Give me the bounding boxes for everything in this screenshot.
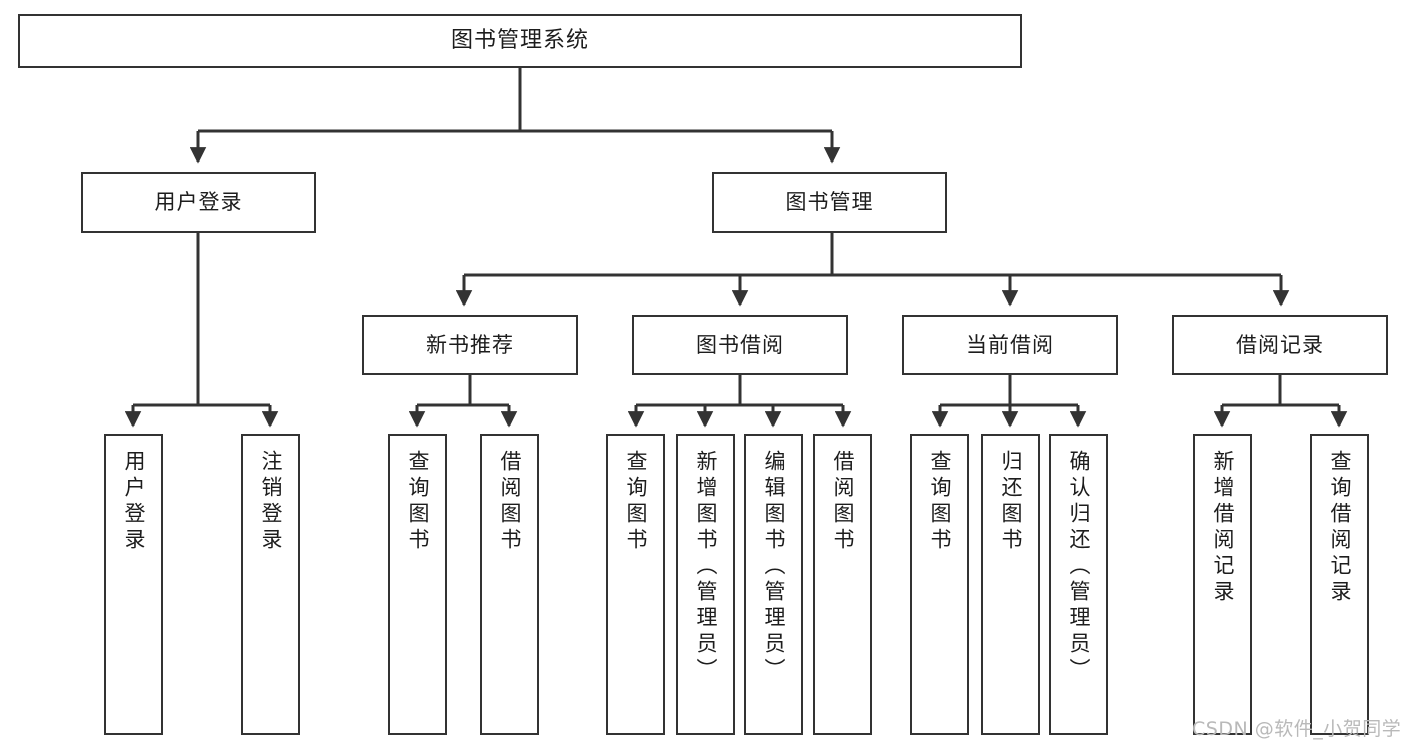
leaf-return-book[interactable]: 归还图书 bbox=[981, 434, 1040, 735]
node-borrow-record[interactable]: 借阅记录 bbox=[1172, 315, 1388, 375]
node-label: 当前借阅 bbox=[966, 332, 1054, 357]
node-label: 借阅图书 bbox=[498, 450, 522, 554]
node-book-management[interactable]: 图书管理 bbox=[712, 172, 947, 233]
node-label: 查询图书 bbox=[624, 450, 648, 554]
leaf-borrow-book[interactable]: 借阅图书 bbox=[813, 434, 872, 735]
leaf-logout-login[interactable]: 注销登录 bbox=[241, 434, 300, 735]
leaf-query-borrow-record[interactable]: 查询借阅记录 bbox=[1310, 434, 1369, 735]
leaf-borrow-book-recommend[interactable]: 借阅图书 bbox=[480, 434, 539, 735]
leaf-confirm-return[interactable]: 确认归还（管理员） bbox=[1049, 434, 1108, 735]
node-label: 用户登录 bbox=[122, 450, 146, 554]
csdn-watermark: CSDN @软件_小贺同学 bbox=[1192, 718, 1402, 740]
node-label: 注销登录 bbox=[259, 450, 283, 554]
node-label: 新书推荐 bbox=[426, 332, 514, 357]
node-label: 查询图书 bbox=[928, 450, 952, 554]
leaf-query-book-current[interactable]: 查询图书 bbox=[910, 434, 969, 735]
leaf-add-book[interactable]: 新增图书（管理员） bbox=[676, 434, 735, 735]
node-label: 借阅记录 bbox=[1236, 332, 1324, 357]
leaf-user-login[interactable]: 用户登录 bbox=[104, 434, 163, 735]
node-label: 用户登录 bbox=[154, 190, 243, 215]
node-book-borrow[interactable]: 图书借阅 bbox=[632, 315, 848, 375]
node-label: 图书管理 bbox=[785, 190, 874, 215]
leaf-query-book-borrow[interactable]: 查询图书 bbox=[606, 434, 665, 735]
node-label: 借阅图书 bbox=[831, 450, 855, 554]
leaf-add-borrow-record[interactable]: 新增借阅记录 bbox=[1193, 434, 1252, 735]
node-label: 新增图书（管理员） bbox=[694, 450, 718, 684]
node-user-login[interactable]: 用户登录 bbox=[81, 172, 316, 233]
node-label: 查询图书 bbox=[406, 450, 430, 554]
leaf-query-book-recommend[interactable]: 查询图书 bbox=[388, 434, 447, 735]
node-label: 查询借阅记录 bbox=[1328, 450, 1352, 606]
node-current-borrow[interactable]: 当前借阅 bbox=[902, 315, 1118, 375]
node-label: 图书管理系统 bbox=[450, 28, 589, 54]
node-new-book-recommend[interactable]: 新书推荐 bbox=[362, 315, 578, 375]
node-root-system[interactable]: 图书管理系统 bbox=[18, 14, 1022, 68]
node-label: 新增借阅记录 bbox=[1211, 450, 1235, 606]
node-label: 编辑图书（管理员） bbox=[762, 450, 786, 684]
node-label: 图书借阅 bbox=[696, 332, 784, 357]
leaf-edit-book[interactable]: 编辑图书（管理员） bbox=[744, 434, 803, 735]
node-label: 确认归还（管理员） bbox=[1067, 450, 1091, 684]
node-label: 归还图书 bbox=[999, 450, 1023, 554]
